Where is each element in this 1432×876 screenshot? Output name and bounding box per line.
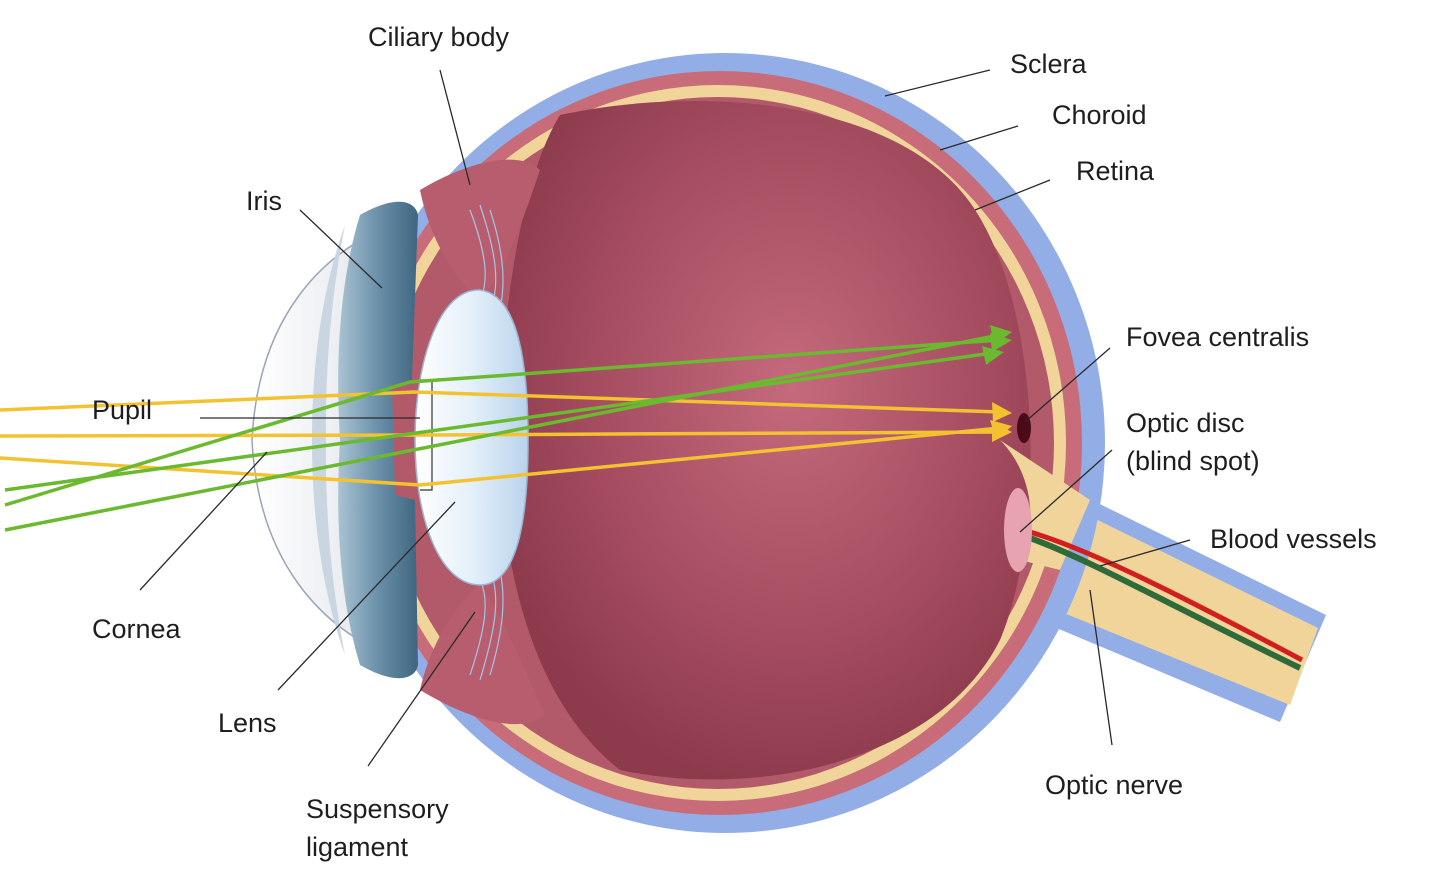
label-iris: Iris	[246, 186, 282, 216]
anterior-chamber	[312, 225, 345, 655]
leader-sclera	[884, 69, 991, 97]
label-ligament: ligament	[306, 832, 409, 862]
label-pupil: Pupil	[92, 395, 152, 425]
ciliary-body-lower	[420, 585, 545, 725]
label-optic-nerve: Optic nerve	[1045, 770, 1183, 800]
ciliary-body-upper	[420, 159, 540, 300]
label-choroid: Choroid	[1052, 100, 1147, 130]
leader-cornea	[139, 451, 268, 591]
blood-vessel-green	[1028, 535, 1302, 671]
green-light-rays	[4, 333, 1001, 532]
suspensory-ligament-fibers	[469, 204, 504, 681]
leader-fovea	[1024, 347, 1111, 423]
label-suspensory: Suspensory	[306, 794, 449, 824]
leader-retina	[974, 179, 1051, 211]
leader-blood-vessels	[1099, 539, 1191, 567]
label-fovea-centralis: Fovea centralis	[1126, 322, 1309, 352]
green-ray-arrowheads	[982, 325, 1012, 365]
leader-optic-disc	[1019, 449, 1113, 533]
label-ciliary-body: Ciliary body	[368, 22, 510, 52]
leader-iris	[299, 209, 383, 289]
leader-optic-nerve	[1089, 589, 1113, 746]
leader-lines	[139, 69, 1191, 767]
label-blood-vessels: Blood vessels	[1210, 524, 1377, 554]
label-cornea: Cornea	[92, 614, 182, 644]
blood-vessel-red	[1029, 529, 1304, 663]
optic-nerve-head	[1000, 440, 1090, 570]
label-lens: Lens	[218, 708, 277, 738]
optic-disc	[1004, 488, 1032, 572]
label-optic-disc: Optic disc	[1126, 408, 1245, 438]
leader-lens	[277, 501, 456, 691]
leader-ciliary-body	[439, 69, 471, 186]
yellow-ray-arrowheads	[990, 402, 1012, 442]
vitreous-body	[500, 100, 1031, 780]
leader-choroid	[939, 125, 1019, 151]
leader-suspensory	[367, 611, 476, 767]
label-retina: Retina	[1076, 156, 1155, 186]
label-sclera: Sclera	[1010, 49, 1088, 79]
yellow-light-rays	[0, 390, 1001, 487]
fovea-centralis	[1017, 413, 1031, 443]
label-blind-spot: (blind spot)	[1126, 446, 1260, 476]
